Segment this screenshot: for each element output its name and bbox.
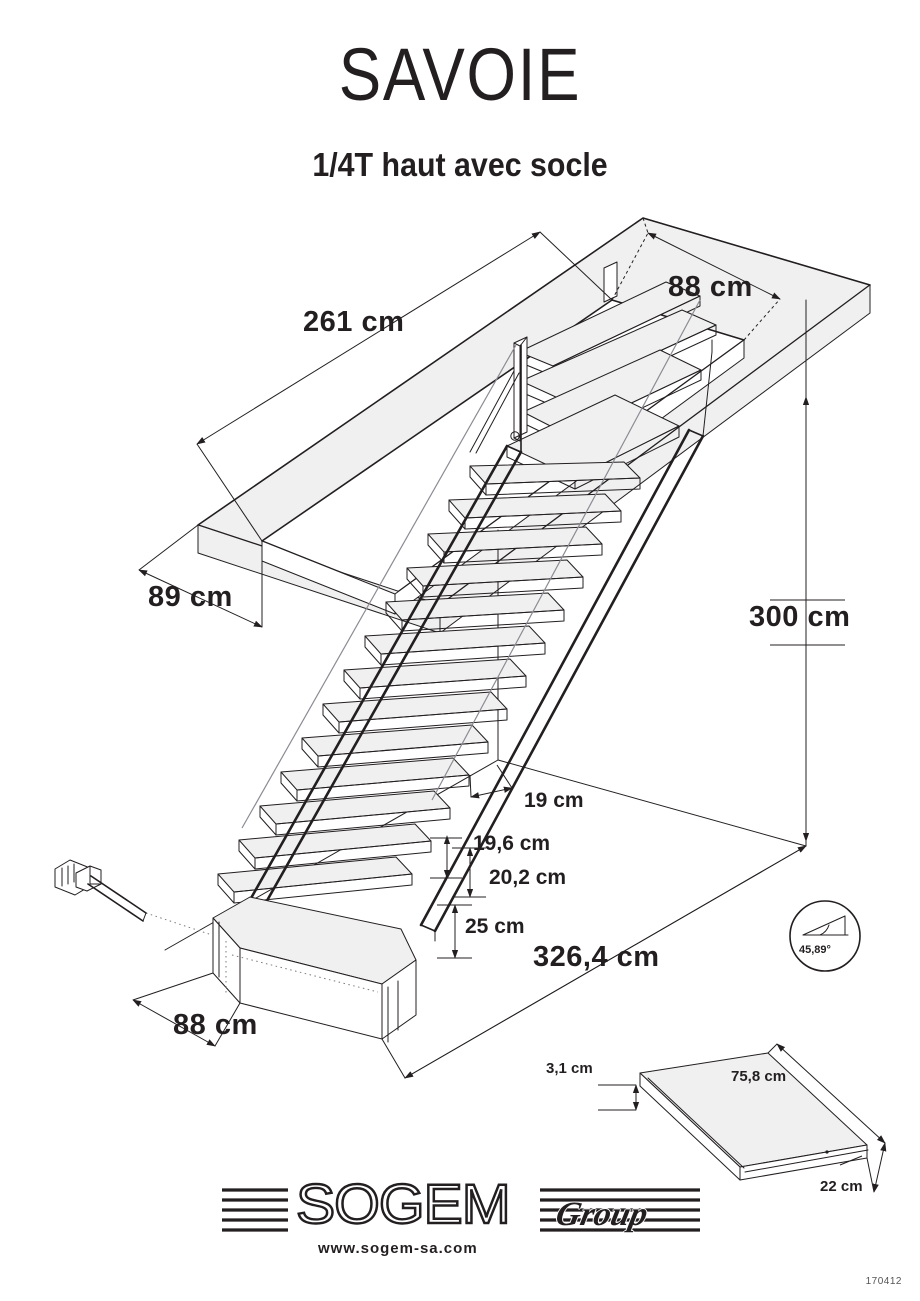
- angle-badge: [789, 900, 861, 972]
- logo-website: www.sogem-sa.com: [318, 1240, 478, 1257]
- dim-19: [469, 764, 513, 799]
- dim-label-stairwell-length: 261 cm: [303, 306, 405, 338]
- dim-label-stairwell-width-top: 88 cm: [668, 271, 753, 303]
- dim-label-tread-length: 75,8 cm: [731, 1068, 787, 1085]
- base-plinth-socle: [145, 896, 417, 1043]
- page-subtitle: 1/4T haut avec socle: [312, 146, 608, 183]
- dim-89: [138, 524, 263, 628]
- dim-300: [770, 299, 845, 842]
- dim-88-base: [132, 972, 241, 1047]
- dim-label-riser-base: 25 cm: [465, 915, 525, 938]
- dim-label-tread-thickness: 3,1 cm: [546, 1060, 593, 1077]
- newel-post-detail: [54, 859, 147, 922]
- dim-label-total-height: 300 cm: [749, 601, 851, 633]
- dim-label-total-run: 326,4 cm: [533, 941, 660, 973]
- logo-brand: SOGEM: [295, 1172, 512, 1235]
- logo-suffix: Group: [552, 1196, 652, 1233]
- stair-flight: [217, 261, 717, 947]
- tread-detail-drawing: [598, 1043, 887, 1193]
- dim-label-riser-mid: 20,2 cm: [489, 866, 567, 889]
- dim-label-riser-upper: 19,6 cm: [473, 832, 551, 855]
- dim-label-tread-depth: 22 cm: [820, 1178, 863, 1195]
- dim-label-landing-depth: 89 cm: [148, 581, 233, 613]
- page-title: SAVOIE: [338, 33, 582, 116]
- angle-value-label: 45,89°: [799, 944, 831, 956]
- dim-88-top: [611, 217, 781, 341]
- dim-326-4: [381, 845, 807, 1079]
- drawing-reference-number: 170412: [865, 1276, 902, 1287]
- sogem-logo: [222, 1188, 700, 1232]
- dim-label-tread-going: 19 cm: [524, 789, 584, 812]
- dim-261: [196, 231, 613, 542]
- dim-label-base-width: 88 cm: [173, 1009, 258, 1041]
